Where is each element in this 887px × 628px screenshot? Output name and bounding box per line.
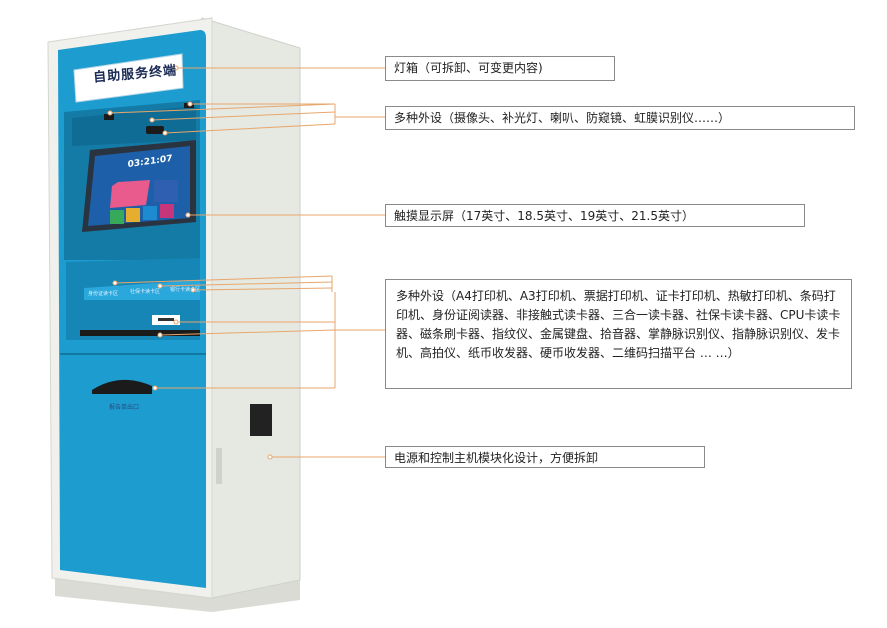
- callout-peripherals-top: 多种外设（摄像头、补光灯、喇叭、防窥镜、虹膜识别仪……）: [385, 106, 855, 130]
- receipt-exit-icon: [92, 379, 152, 394]
- kiosk-side-panel: [201, 17, 301, 599]
- light-icon: [104, 114, 114, 120]
- screen-tile: [110, 210, 124, 224]
- callout-peripherals-main: 多种外设（A4打印机、A3打印机、票据打印机、证卡打印机、热敏打印机、条码打印机…: [385, 279, 852, 389]
- screen-tile: [160, 204, 174, 218]
- side-hinge: [216, 448, 222, 484]
- camera-icon: [146, 126, 164, 134]
- callout-lightbox: 灯箱（可拆卸、可变更内容): [385, 56, 615, 81]
- screen-tile: [110, 180, 150, 208]
- screen-tile: [154, 180, 178, 202]
- callout-power-module: 电源和控制主机模块化设计，方便拆卸: [385, 446, 705, 468]
- lamp-box: [73, 53, 184, 103]
- slot-label-social-card: 社保卡读卡区: [130, 289, 161, 295]
- slot-label-id-card: 身份证读卡区: [88, 291, 119, 297]
- print-output-slot: [80, 330, 200, 336]
- slot-label-bank-card: 银行卡读卡区: [170, 287, 201, 293]
- screen-tile: [143, 206, 157, 220]
- side-lock-icon: [250, 404, 272, 436]
- leader-lines: [109, 67, 385, 458]
- card-slot-opening: [158, 318, 174, 321]
- callout-touchscreen: 触摸显示屏（17英寸、18.5英寸、19英寸、21.5英寸）: [385, 204, 805, 227]
- screen-tile: [126, 208, 140, 222]
- camera-strip: [72, 106, 196, 146]
- receipt-exit-label: 报告单出口: [108, 404, 139, 411]
- leader-dots: [107, 65, 273, 460]
- card-reader-shelf: [84, 280, 200, 300]
